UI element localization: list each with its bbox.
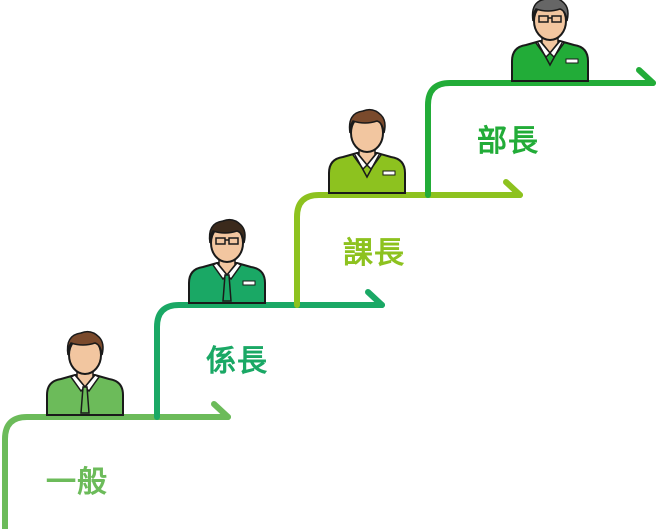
arrow-head-icon [211, 401, 231, 420]
step-line [2, 414, 231, 529]
glasses-icon [215, 237, 239, 245]
person-icon [188, 218, 266, 304]
arrow-head-icon [365, 289, 385, 308]
person-icon [511, 0, 589, 82]
glasses-icon [538, 15, 562, 23]
step-line [425, 80, 656, 198]
person-icon [328, 108, 406, 194]
step-label-kakaricho: 係長 [206, 344, 268, 379]
step-label-kacho: 課長 [343, 236, 405, 271]
step-label-general: 一般 [46, 465, 108, 500]
step-line [154, 302, 385, 420]
person-icon [46, 330, 124, 416]
step-label-bucho: 部長 [477, 124, 539, 159]
arrow-head-icon [503, 179, 523, 198]
step-line [294, 192, 523, 308]
arrow-head-icon [636, 67, 656, 86]
